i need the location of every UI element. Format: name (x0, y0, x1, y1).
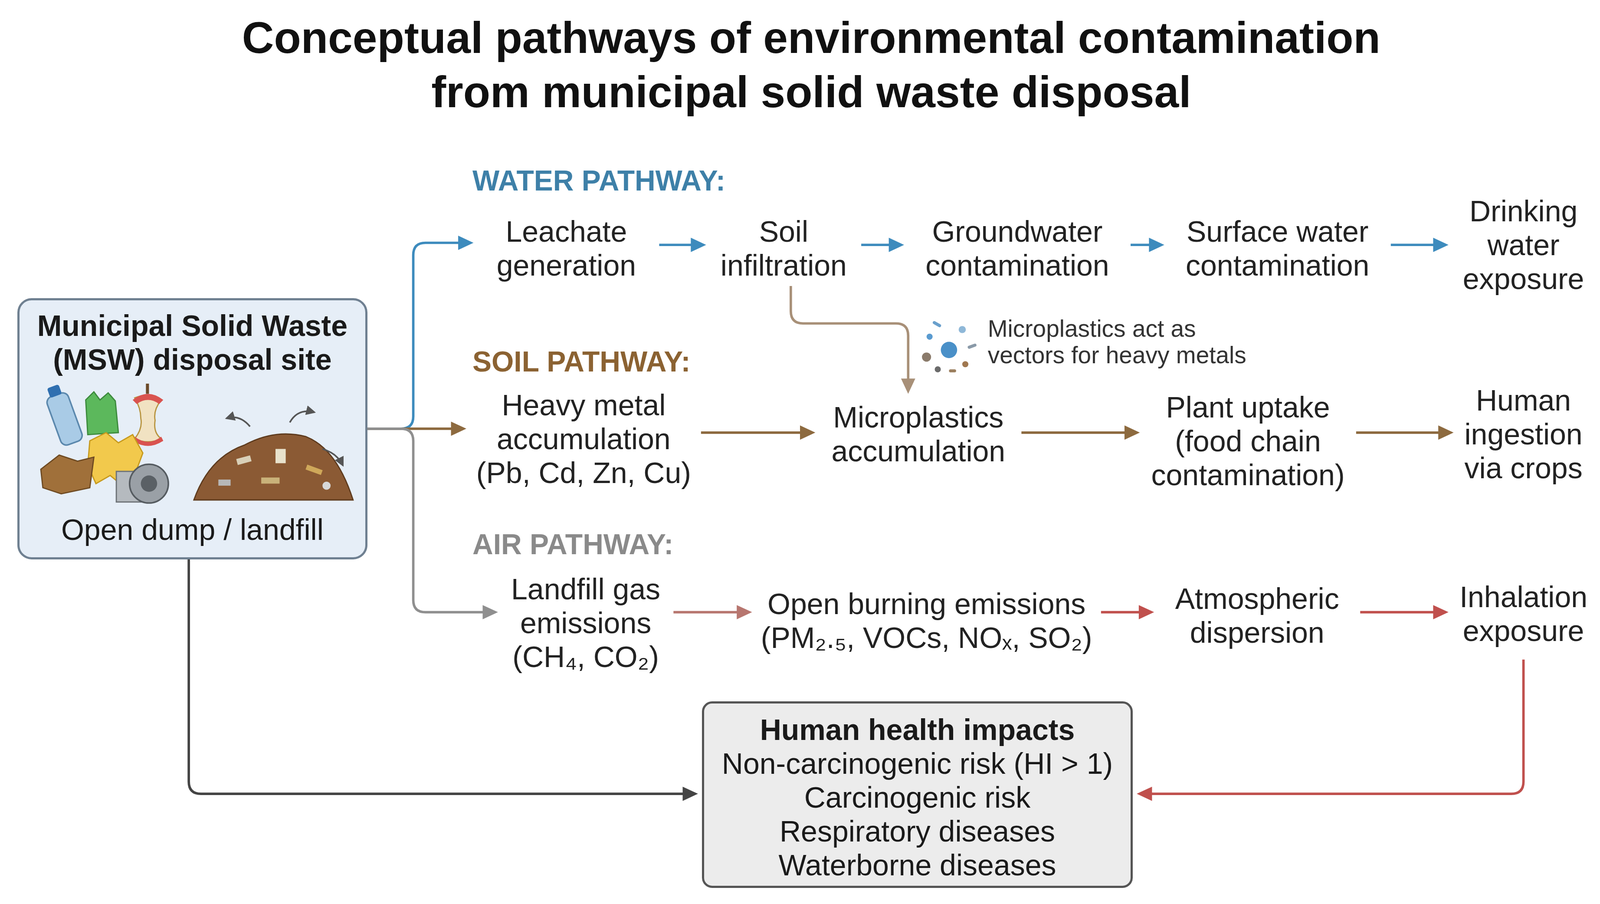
node-text: Drinking water exposure (1454, 193, 1593, 296)
connector-line (659, 243, 696, 246)
connector-arrow (673, 604, 752, 620)
node-text: Atmospheric dispersion (1160, 581, 1355, 650)
connector-arrow (790, 285, 916, 394)
arrow-head (1136, 786, 1152, 801)
connector-line (1390, 243, 1438, 246)
arrow-head (736, 604, 752, 620)
connector-arrow (659, 237, 706, 253)
connector-line (188, 559, 688, 794)
impact-box: Human health impactsNon-carcinogenic ris… (701, 701, 1133, 888)
arrow-head (1124, 425, 1140, 440)
microplastics-icon (921, 320, 978, 373)
process-node: Human ingestion via crops (1459, 383, 1588, 485)
connector-line (701, 431, 805, 434)
arrow-head (682, 786, 699, 801)
process-node: Groundwater contamination (910, 214, 1125, 282)
process-node: Microplastics accumulation (821, 400, 1016, 468)
site-heading: Municipal Solid Waste (MSW) disposal sit… (23, 308, 361, 377)
connector-line (1147, 659, 1524, 794)
node-text: Plant uptake (food chain contamination) (1145, 390, 1350, 492)
connector-line (790, 285, 909, 384)
process-node: Landfill gas emissions (CH₄, CO₂) (504, 571, 668, 674)
pathway-heading: SOIL PATHWAY: (472, 344, 691, 378)
connector-arrow (1360, 604, 1449, 620)
connector-line (367, 428, 488, 613)
node-text: Surface water contamination (1170, 214, 1385, 282)
arrow-head (888, 237, 905, 253)
node-text: Heavy metal accumulation (Pb, Cd, Zn, Cu… (472, 387, 696, 490)
arrow-head (1438, 425, 1454, 440)
connector-arrow (1136, 659, 1524, 801)
connector-arrow (367, 421, 467, 436)
connector-arrow (1130, 237, 1165, 253)
site-subtitle: Open dump / landfill (23, 512, 361, 547)
connector-arrow (367, 235, 474, 429)
connector-arrow (188, 559, 699, 801)
pathway-heading: AIR PATHWAY: (472, 527, 674, 561)
impact-item: Waterborne diseases (704, 847, 1131, 882)
connector-line (367, 427, 456, 430)
annotation-note: Microplastics act as vectors for heavy m… (987, 315, 1259, 369)
impact-item: Respiratory diseases (704, 813, 1131, 848)
node-text: Soil infiltration (712, 214, 856, 282)
connector-arrow (701, 425, 816, 440)
arrow-head (451, 421, 467, 436)
connector-line (673, 610, 741, 614)
diagram-title: Conceptual pathways of environmental con… (214, 10, 1408, 120)
pathway-heading: WATER PATHWAY: (472, 163, 726, 197)
connector-arrow (1101, 604, 1155, 620)
arrow-head (901, 378, 916, 394)
arrow-head (1432, 604, 1449, 620)
connector-arrow (1021, 425, 1140, 440)
arrow-head (1148, 237, 1164, 253)
connector-line (1360, 610, 1438, 614)
connector-line (1021, 431, 1129, 434)
process-node: Plant uptake (food chain contamination) (1145, 390, 1350, 492)
arrow-head (482, 604, 499, 620)
node-text: Groundwater contamination (910, 214, 1125, 282)
process-node: Surface water contamination (1170, 214, 1385, 282)
site-box: Municipal Solid Waste (MSW) disposal sit… (17, 298, 368, 560)
process-node: Heavy metal accumulation (Pb, Cd, Zn, Cu… (472, 387, 696, 490)
node-text: Open burning emissions (PM₂.₅, VOCs, NOₓ… (758, 586, 1096, 655)
impact-item: Carcinogenic risk (704, 780, 1131, 814)
arrow-head (1138, 604, 1155, 620)
process-node: Atmospheric dispersion (1160, 581, 1355, 650)
process-node: Open burning emissions (PM₂.₅, VOCs, NOₓ… (758, 586, 1096, 655)
connector-line (1130, 243, 1154, 246)
connector-line (367, 242, 463, 429)
connector-arrow (1356, 425, 1454, 440)
connector-arrow (861, 237, 905, 253)
impact-item: Non-carcinogenic risk (HI > 1) (704, 746, 1131, 781)
node-text: Leachate generation (479, 214, 653, 282)
arrow-head (800, 425, 816, 440)
arrow-head (458, 235, 474, 250)
arrow-head (1432, 237, 1449, 253)
arrow-head (690, 237, 706, 253)
connector-line (1101, 610, 1144, 614)
connector-line (1356, 431, 1443, 434)
node-text: Inhalation exposure (1454, 579, 1593, 648)
impact-heading: Human health impacts (704, 712, 1131, 747)
process-node: Soil infiltration (712, 214, 856, 282)
node-text: Landfill gas emissions (CH₄, CO₂) (504, 571, 668, 674)
process-node: Inhalation exposure (1454, 579, 1593, 648)
process-node: Leachate generation (479, 214, 653, 282)
node-text: Human ingestion via crops (1459, 383, 1588, 485)
node-text: Microplastics accumulation (821, 400, 1016, 468)
connector-arrow (1390, 237, 1449, 253)
connector-line (861, 243, 894, 246)
process-node: Drinking water exposure (1454, 193, 1593, 296)
